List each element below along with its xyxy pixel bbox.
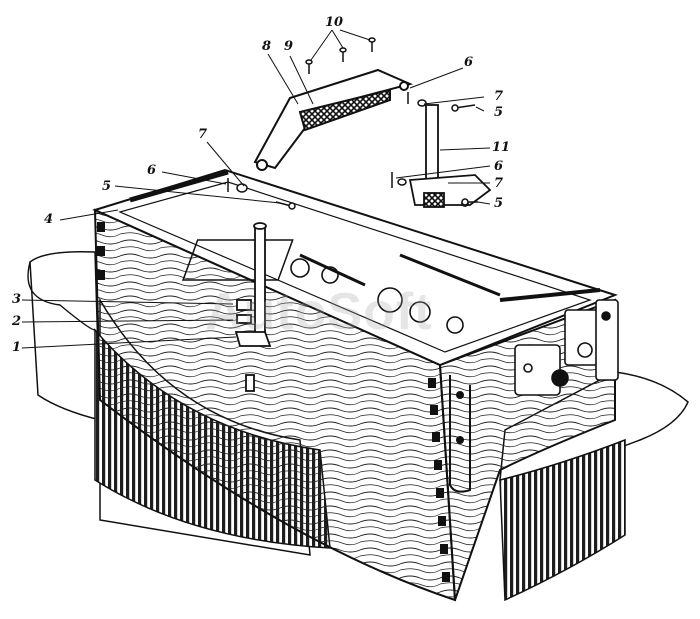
callout-5-mid: 5 bbox=[494, 196, 504, 211]
battery-case-right bbox=[499, 438, 626, 602]
callout-11: 11 bbox=[492, 140, 511, 155]
box-finger-joints bbox=[97, 222, 450, 582]
callout-7-mid: 7 bbox=[494, 176, 504, 191]
callout-4: 4 bbox=[44, 212, 54, 227]
callout-1: 1 bbox=[12, 340, 22, 355]
callout-7-left: 7 bbox=[198, 127, 208, 142]
end-plate bbox=[449, 375, 471, 493]
wooden-box-top bbox=[92, 168, 618, 367]
callout-5-top: 5 bbox=[494, 105, 504, 120]
callout-3: 3 bbox=[12, 292, 22, 307]
callout-6-left: 6 bbox=[147, 163, 157, 178]
bolts-10 bbox=[305, 37, 376, 74]
callout-2: 2 bbox=[12, 314, 22, 329]
callout-7-top: 7 bbox=[494, 89, 504, 104]
terminal-clamps bbox=[514, 299, 619, 396]
leader-lines bbox=[21, 29, 491, 349]
callout-6-top: 6 bbox=[464, 55, 474, 70]
battery-cells bbox=[181, 239, 501, 334]
hold-down-rod-right bbox=[408, 104, 492, 208]
callout-10: 10 bbox=[325, 15, 344, 30]
wooden-box-front bbox=[93, 208, 457, 602]
callout-5-left: 5 bbox=[102, 179, 112, 194]
wooden-box-end bbox=[438, 298, 616, 601]
callout-6-mid: 6 bbox=[494, 159, 504, 174]
hold-down-bracket bbox=[253, 68, 414, 171]
hold-down-rod-left bbox=[234, 222, 272, 392]
callout-9: 9 bbox=[284, 39, 294, 54]
callout-8: 8 bbox=[262, 39, 272, 54]
